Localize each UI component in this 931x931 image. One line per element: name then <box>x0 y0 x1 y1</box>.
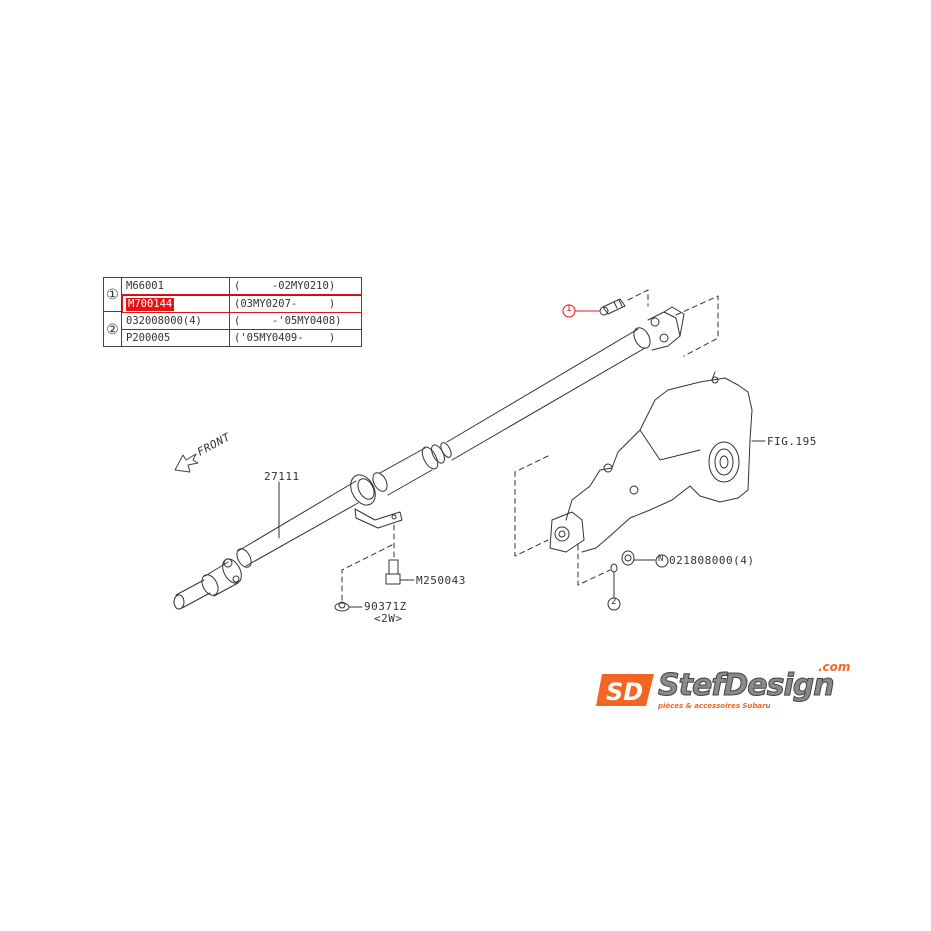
bearing-bolt-callout: M250043 <box>416 574 466 587</box>
logo-tagline: pièces & accessoires Subaru <box>658 702 771 710</box>
rear-shaft <box>446 306 685 461</box>
date-range: ( -02MY0210) <box>234 280 336 292</box>
stefdesign-logo: SD StefDesign .com pièces & accessoires … <box>596 660 858 714</box>
diff-nut-callout: 021808000(4) <box>669 554 755 567</box>
front-shaft <box>173 480 359 610</box>
middle-shaft <box>379 442 452 496</box>
part-number: 032008000(4) <box>122 313 230 329</box>
logo-mark-icon: SD <box>596 674 654 706</box>
bearing-bolt-icon <box>385 559 401 585</box>
part-number: M700144 <box>122 296 230 312</box>
differential-housing <box>549 371 753 553</box>
leader-lines <box>278 440 766 608</box>
callout-1-marker <box>562 304 601 318</box>
guide-lines <box>341 289 719 601</box>
date-range: ('05MY0409- ) <box>234 332 336 344</box>
logo-tld: .com <box>818 660 851 674</box>
washer-icon <box>610 563 618 573</box>
bearing-nut-icon <box>334 601 350 612</box>
bearing-nut-callout: 90371Z <box>364 600 407 613</box>
logo-brand: StefDesign <box>658 668 836 704</box>
table-row[interactable]: P200005 ('05MY0409- ) <box>122 329 361 346</box>
callout-n-marker <box>655 554 669 568</box>
differential-callout: FIG.195 <box>767 435 817 448</box>
group-ref-2: ② <box>104 312 122 347</box>
washer-ref: 2 <box>611 597 617 607</box>
front-arrow-icon <box>174 453 199 473</box>
center-bearing <box>350 472 403 529</box>
table-row-highlighted[interactable]: M700144 (03MY0207- ) <box>122 295 361 312</box>
bearing-nut-qty: <2W> <box>374 612 403 625</box>
group-ref-1: ① <box>104 278 122 312</box>
callout-2-marker <box>607 597 621 611</box>
svg-text:SD: SD <box>606 678 643 706</box>
part-number: P200005 <box>122 330 230 346</box>
shaft-callout: 27111 <box>264 470 300 483</box>
date-range: ( -'05MY0408) <box>234 315 342 327</box>
table-row[interactable]: M66001 ( -02MY0210) <box>122 278 361 295</box>
bolt-ref: 1 <box>566 304 572 314</box>
diff-nut-marker: N <box>658 554 664 564</box>
date-range: (03MY0207- ) <box>234 298 336 310</box>
part-number: M66001 <box>122 278 230 295</box>
highlighted-part-number: M700144 <box>126 298 175 311</box>
diff-nut-icon <box>621 550 635 566</box>
bolt-icon <box>599 298 626 316</box>
